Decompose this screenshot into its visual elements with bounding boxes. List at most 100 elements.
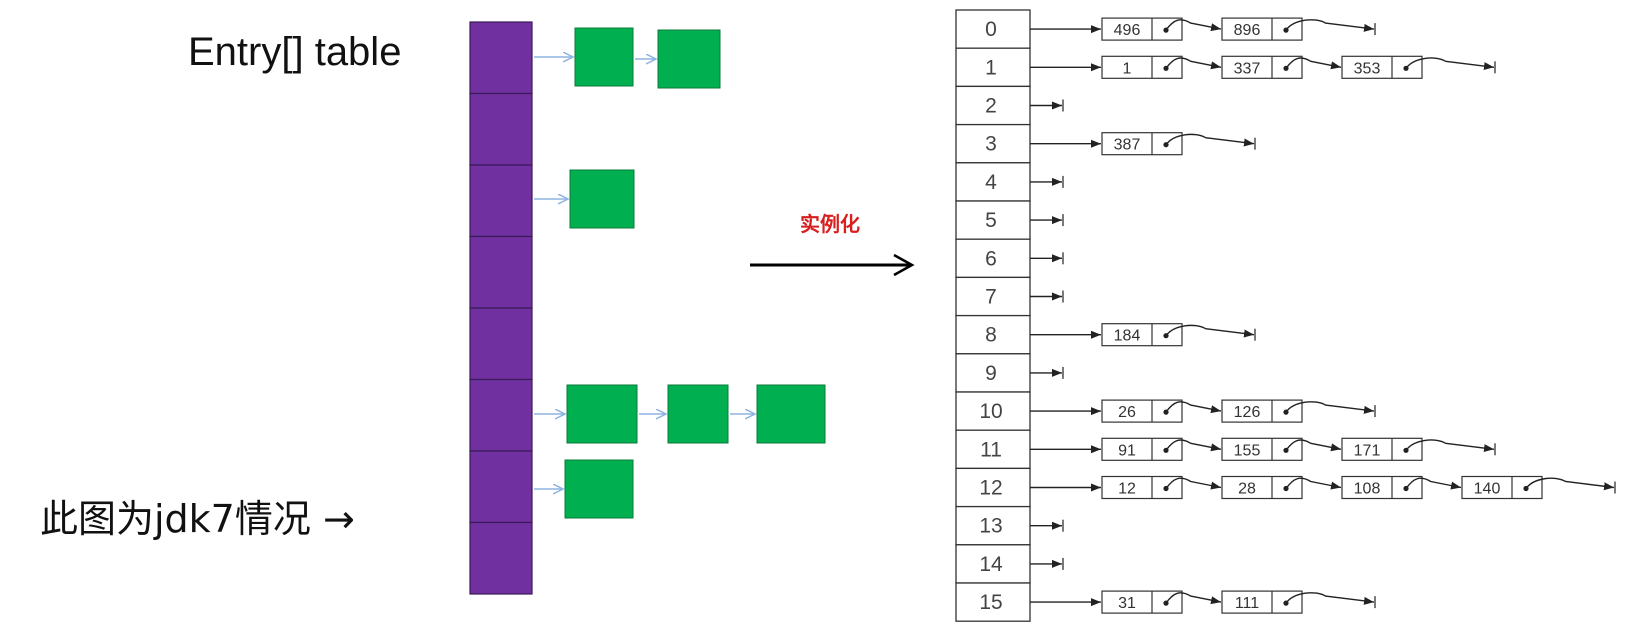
list-node-value: 171: [1354, 442, 1381, 459]
entry-node: [667, 384, 729, 444]
entry-table-label: Entry[] table: [188, 30, 402, 74]
row-index-label: 15: [979, 591, 1002, 614]
list-node-value: 140: [1474, 481, 1501, 498]
next-pointer-arrow: [1285, 592, 1375, 605]
array-slot: [469, 307, 533, 381]
list-node-value: 108: [1354, 481, 1381, 498]
list-node: [1101, 17, 1183, 41]
jdk7-caption: 此图为jdk7情况 →: [40, 497, 355, 541]
list-node: [1221, 590, 1303, 614]
array-slot: [469, 521, 533, 595]
list-node: [1221, 55, 1303, 79]
list-node-value: 337: [1234, 60, 1261, 77]
row-index-label: 12: [979, 477, 1002, 500]
list-node: [1221, 475, 1303, 500]
next-pointer-arrow: [1165, 592, 1222, 605]
list-node-value: 184: [1114, 328, 1141, 345]
row-index-label: 13: [979, 515, 1002, 538]
array-slot: [469, 92, 533, 166]
list-node-value: 155: [1234, 442, 1261, 459]
table-row-cell: [955, 9, 1031, 49]
list-node: [1461, 475, 1543, 500]
list-node-value: 896: [1234, 22, 1261, 39]
entry-node: [566, 384, 638, 444]
list-node-value: 353: [1354, 60, 1381, 77]
list-node: [1221, 17, 1303, 41]
entry-node: [569, 169, 635, 229]
entry-node: [657, 29, 721, 89]
next-pointer-arrow: [1405, 57, 1495, 71]
list-node: [1101, 590, 1183, 614]
row-index-label: 6: [985, 247, 997, 270]
list-node: [1341, 475, 1423, 500]
next-pointer-arrow: [1285, 401, 1375, 414]
array-slot: [469, 450, 533, 524]
next-pointer-arrow: [1285, 439, 1342, 452]
next-pointer-arrow: [1165, 324, 1255, 338]
next-pointer-arrow: [1405, 439, 1495, 453]
entry-node: [574, 27, 634, 87]
row-index-label: 1: [985, 56, 997, 79]
list-node-value: 111: [1235, 595, 1259, 612]
list-node: [1101, 55, 1183, 79]
list-node: [1101, 437, 1183, 461]
row-index-label: 2: [985, 95, 997, 118]
list-node: [1101, 399, 1183, 423]
list-node-value: 91: [1118, 442, 1136, 459]
list-node: [1341, 437, 1423, 461]
table-row-cell: [955, 582, 1031, 622]
row-index-label: 9: [985, 362, 997, 385]
next-pointer-arrow: [1285, 19, 1375, 32]
next-pointer-arrow: [1165, 57, 1222, 70]
list-node-value: 126: [1234, 404, 1261, 421]
table-row-cell: [955, 276, 1031, 317]
list-node-value: 26: [1118, 404, 1136, 421]
row-index-label: 5: [985, 209, 997, 232]
list-node-value: 1: [1123, 60, 1132, 77]
next-pointer-arrow: [1525, 477, 1615, 491]
array-slot: [469, 164, 533, 238]
table-row-cell: [955, 123, 1031, 164]
entry-node: [564, 459, 634, 519]
list-node: [1101, 475, 1183, 500]
row-index-label: 3: [985, 133, 997, 156]
row-index-label: 10: [979, 400, 1002, 423]
list-node-value: 12: [1118, 481, 1136, 498]
entry-node: [756, 384, 826, 444]
row-index-label: 0: [985, 18, 997, 41]
row-index-label: 8: [985, 324, 997, 347]
array-slot: [469, 21, 533, 95]
array-slot: [469, 378, 533, 452]
next-pointer-arrow: [1165, 477, 1222, 490]
list-node-value: 31: [1118, 595, 1136, 612]
next-pointer-arrow: [1165, 133, 1255, 147]
row-index-label: 7: [985, 286, 997, 309]
table-row-cell: [955, 429, 1031, 470]
list-node: [1341, 55, 1423, 79]
next-pointer-arrow: [1165, 19, 1222, 32]
array-slot: [469, 235, 533, 309]
list-node: [1221, 399, 1303, 423]
table-row-cell: [955, 391, 1031, 431]
next-pointer-arrow: [1165, 439, 1222, 452]
list-node: [1221, 437, 1303, 461]
row-index-label: 4: [985, 171, 997, 194]
next-pointer-arrow: [1285, 57, 1342, 70]
entry-array-group: [469, 21, 826, 595]
row-index-label: 11: [980, 438, 1002, 461]
list-node-value: 496: [1114, 22, 1141, 39]
next-pointer-arrow: [1165, 401, 1222, 414]
next-pointer-arrow: [1285, 477, 1342, 490]
list-node-value: 28: [1238, 481, 1256, 498]
list-node: [1101, 323, 1183, 347]
table-row-cell: [955, 544, 1031, 584]
instantiate-label: 实例化: [800, 212, 860, 236]
row-index-label: 14: [979, 553, 1003, 576]
list-node-value: 387: [1114, 137, 1141, 154]
list-node: [1101, 132, 1183, 156]
table-row-cell: [955, 200, 1031, 240]
next-pointer-arrow: [1405, 477, 1462, 490]
table-row-cell: [955, 353, 1031, 393]
